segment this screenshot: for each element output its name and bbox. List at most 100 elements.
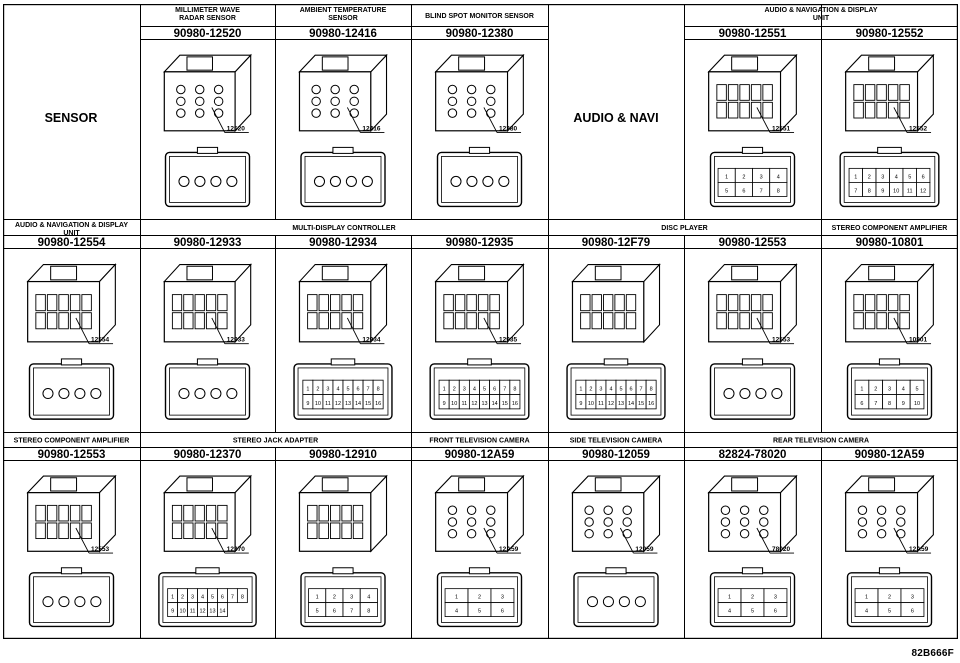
- part-number: 90980-12370: [174, 449, 242, 461]
- connector-tag: 12933: [227, 337, 245, 344]
- pin-number: 10: [180, 609, 186, 615]
- pin-number: 8: [777, 189, 780, 195]
- pin-number: 12: [920, 189, 926, 195]
- pin-number: 13: [481, 401, 487, 407]
- pin-number: 16: [512, 401, 518, 407]
- pin-number: 1: [316, 595, 319, 601]
- header-label: DISC PLAYER: [661, 225, 707, 232]
- header-label: MILLIMETER WAVE: [175, 7, 240, 14]
- connector-tag: 12380: [499, 126, 517, 133]
- connector-tag: 12934: [362, 337, 380, 344]
- pin-number: 6: [774, 609, 777, 615]
- pin-number: 5: [346, 387, 349, 393]
- pin-number: 3: [774, 595, 777, 601]
- pin-number: 7: [231, 595, 234, 601]
- pin-number: 1: [728, 595, 731, 601]
- pin-number: 12: [335, 401, 341, 407]
- pin-number: 6: [911, 609, 914, 615]
- pin-number: 7: [350, 609, 353, 615]
- pin-number: 5: [751, 609, 754, 615]
- pin-number: 8: [513, 387, 516, 393]
- pin-number: 1: [865, 595, 868, 601]
- header-label: AMBIENT TEMPERATURE: [300, 7, 387, 14]
- pin-number: 8: [377, 387, 380, 393]
- header-label: BLIND SPOT MONITOR SENSOR: [425, 13, 534, 20]
- pin-number: 10: [451, 401, 457, 407]
- header-disc: DISC PLAYER: [661, 225, 707, 232]
- pin-number: 4: [865, 609, 868, 615]
- pin-number: 13: [618, 401, 624, 407]
- pin-number: 14: [628, 401, 634, 407]
- connector-tag: 12552: [909, 126, 927, 133]
- pin-number: 7: [503, 387, 506, 393]
- pin-number: 4: [336, 387, 339, 393]
- audio-navi-group-label: AUDIO & NAVI: [573, 111, 658, 125]
- pin-number: 3: [881, 174, 884, 180]
- pin-number: 1: [579, 387, 582, 393]
- pin-number: 10: [588, 401, 594, 407]
- part-number: 90980-12A59: [445, 449, 515, 461]
- pin-number: 2: [333, 595, 336, 601]
- pin-number: 6: [333, 609, 336, 615]
- pin-number: 6: [221, 595, 224, 601]
- header-label: MULTI-DISPLAY CONTROLLER: [292, 225, 395, 232]
- pin-number: 7: [367, 387, 370, 393]
- header-label: STEREO JACK ADAPTER: [233, 438, 318, 445]
- pin-number: 8: [650, 387, 653, 393]
- connector-2-2: 90980-12933 12933: [163, 237, 252, 420]
- connector-tag: 12554: [91, 337, 109, 344]
- pin-number: 9: [171, 609, 174, 615]
- pin-number: 6: [922, 174, 925, 180]
- connector-2-1: 90980-12554 12554: [26, 237, 117, 420]
- pin-number: 7: [874, 401, 877, 407]
- pin-number: 9: [579, 401, 582, 407]
- part-number: 90980-12059: [582, 449, 650, 461]
- pin-number: 2: [453, 387, 456, 393]
- pin-number: 2: [181, 595, 184, 601]
- sensor-group-label: SENSOR: [45, 111, 98, 125]
- pin-number: 4: [201, 595, 204, 601]
- pin-number: 6: [501, 609, 504, 615]
- header-label: SENSOR: [328, 15, 358, 22]
- pin-number: 5: [916, 387, 919, 393]
- header-sca1: STEREO COMPONENT AMPLIFIER: [832, 225, 948, 232]
- header-sja: STEREO JACK ADAPTER: [233, 438, 318, 445]
- pin-number: 9: [881, 189, 884, 195]
- part-number: 90980-12F79: [582, 237, 650, 249]
- part-number: 90980-12554: [38, 237, 106, 249]
- connector-tag: 12A59: [909, 546, 929, 553]
- part-number: 90980-12551: [719, 28, 787, 40]
- pin-number: 3: [888, 387, 891, 393]
- part-number: 90980-12934: [309, 237, 377, 249]
- connector-tag: 78020: [772, 546, 790, 553]
- pin-number: 1: [854, 174, 857, 180]
- connector-tag: 12553: [91, 546, 109, 553]
- part-number: 90980-12933: [174, 237, 242, 249]
- pin-number: 3: [350, 595, 353, 601]
- pin-number: 2: [874, 387, 877, 393]
- connector-tag: 12553: [772, 337, 790, 344]
- pin-number: 6: [742, 189, 745, 195]
- part-number: 82824-78020: [719, 449, 787, 461]
- drawing-code: 82B666F: [911, 648, 954, 659]
- header-label: RADAR SENSOR: [179, 15, 236, 22]
- header-label: FRONT TELEVISION CAMERA: [429, 438, 529, 445]
- pin-number: 12: [199, 609, 205, 615]
- part-number: 90980-12552: [856, 28, 924, 40]
- part-number: 90980-12553: [38, 449, 106, 461]
- pin-number: 9: [443, 401, 446, 407]
- header-sca2: STEREO COMPONENT AMPLIFIER: [14, 438, 130, 445]
- pin-number: 12: [608, 401, 614, 407]
- pin-number: 8: [241, 595, 244, 601]
- header-label: STEREO COMPONENT AMPLIFIER: [14, 438, 130, 445]
- pin-number: 4: [473, 387, 476, 393]
- pin-number: 3: [191, 595, 194, 601]
- part-number: 90980-10801: [856, 237, 924, 249]
- pin-number: 5: [619, 387, 622, 393]
